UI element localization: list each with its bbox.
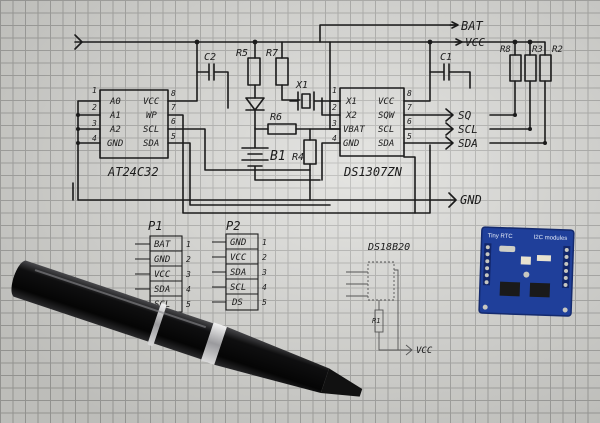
r7-label: R7 — [266, 48, 278, 59]
p1-pin-num: 5 — [186, 300, 191, 309]
p2-title: P2 — [226, 219, 240, 233]
tiny-rtc-module: Tiny RTC I2C modules — [478, 226, 575, 317]
pen-tip — [320, 368, 363, 397]
p1-title: P1 — [148, 219, 162, 233]
rtc-pin-vbat: VBAT — [343, 125, 365, 135]
p1-pin-num: 2 — [186, 255, 191, 264]
eeprom-part-label: AT24C32 — [107, 165, 159, 179]
r2-label: R2 — [552, 45, 563, 55]
eeprom-chip — [99, 89, 169, 159]
rtc-pin-gnd: GND — [343, 139, 359, 149]
eeprom-pin-num: 6 — [171, 117, 176, 126]
r8-label: R8 — [500, 45, 511, 55]
p1-pin-label: BAT — [154, 240, 171, 250]
eeprom-pin-scl: SCL — [143, 125, 159, 135]
eeprom-pin-num: 5 — [171, 132, 176, 141]
p1-pin-label: SDA — [154, 285, 170, 295]
eeprom-pin-num: 7 — [171, 103, 176, 112]
rtc-pin-num: 2 — [332, 103, 337, 112]
rtc-chip — [339, 87, 405, 157]
r3-label: R3 — [532, 45, 543, 55]
rtc-pin-vcc: VCC — [378, 97, 395, 107]
crystal-component — [499, 245, 516, 253]
ds18b20-sketch: DS18B20 R1 VCC — [346, 242, 433, 356]
c1-label: C1 — [440, 52, 452, 63]
rtc-part-label: DS1307ZN — [343, 165, 403, 179]
p2-pin-num: 5 — [262, 298, 267, 307]
p1-pin-num: 1 — [186, 240, 191, 249]
pen-clip-ring — [147, 303, 167, 346]
p2-header: GND VCC SDA SCL DS 1 2 3 4 5 — [212, 233, 267, 311]
eeprom-pin-a0: A0 — [109, 97, 121, 107]
net-scl-label: SCL — [458, 123, 478, 136]
rtc-pin-num: 6 — [407, 117, 412, 126]
eeprom-pin-a1: A1 — [109, 111, 121, 121]
module-header-right — [561, 245, 571, 289]
eeprom-pin-a2: A2 — [109, 125, 121, 135]
r5-label: R5 — [236, 48, 248, 59]
rtc-pin-sqw: SQW — [378, 111, 396, 121]
eeprom-pin-num: 4 — [92, 134, 97, 143]
net-gnd-label: GND — [460, 193, 482, 207]
module-subtitle: I2C modules — [534, 235, 568, 242]
fountain-pen — [11, 260, 363, 397]
eeprom-pin-gnd: GND — [107, 139, 123, 149]
rtc-pin-x2: X2 — [345, 111, 357, 121]
eeprom-pin-num: 8 — [171, 89, 176, 98]
net-sq-label: SQ — [458, 109, 472, 122]
p2-pin-label: DS — [231, 298, 243, 308]
p2-pin-num: 3 — [261, 268, 267, 277]
p2-pin-num: 2 — [262, 253, 267, 262]
module-title: Tiny RTC — [488, 233, 514, 240]
p1-pin-num: 3 — [185, 270, 191, 279]
p1-pin-label: GND — [154, 255, 170, 265]
rtc-pin-num: 1 — [332, 86, 337, 95]
pen-cap — [11, 260, 218, 361]
rtc-pin-num: 3 — [331, 119, 337, 128]
x1-label: X1 — [295, 80, 308, 91]
p2-pin-num: 4 — [262, 283, 267, 292]
p2-pin-label: VCC — [230, 253, 247, 263]
eeprom-pin-sda: SDA — [143, 139, 159, 149]
pen-band — [200, 322, 227, 365]
pen-barrel — [214, 326, 330, 394]
rtc-pin-x1: X1 — [345, 97, 357, 107]
r6-label: R6 — [270, 112, 282, 123]
rtc-pin-scl: SCL — [378, 125, 394, 135]
eeprom-pin-num: 1 — [92, 86, 97, 95]
p1-pin-num: 4 — [186, 285, 191, 294]
p2-pin-label: GND — [230, 238, 246, 248]
rtc-pin-num: 4 — [332, 134, 337, 143]
c2-label: C2 — [204, 52, 216, 63]
eeprom-pin-wp: WP — [146, 111, 157, 121]
rtc-pin-num: 8 — [407, 89, 412, 98]
module-header-left — [482, 243, 492, 286]
eeprom-pin-vcc: VCC — [143, 97, 160, 107]
net-bat-label: BAT — [461, 19, 483, 33]
p2-pin-label: SCL — [230, 283, 246, 293]
rtc-pin-num: 5 — [407, 132, 412, 141]
r1-label: R1 — [372, 317, 380, 325]
eeprom-pin-num: 2 — [92, 103, 97, 112]
b1-label: B1 — [270, 149, 286, 164]
rtc-ic — [529, 282, 551, 298]
rtc-pin-num: 7 — [407, 103, 412, 112]
net-sda-label: SDA — [458, 137, 478, 150]
eeprom-ic — [499, 281, 521, 297]
p2-pin-label: SDA — [230, 268, 246, 278]
r4-label: R4 — [292, 152, 304, 163]
rtc-pin-sda: SDA — [378, 139, 394, 149]
ds18b20-title: DS18B20 — [367, 242, 410, 253]
eeprom-pin-num: 3 — [91, 119, 97, 128]
p1-pin-label: VCC — [154, 270, 171, 280]
p2-pin-num: 1 — [262, 238, 267, 247]
ds18b20-vcc-label: VCC — [416, 346, 433, 356]
